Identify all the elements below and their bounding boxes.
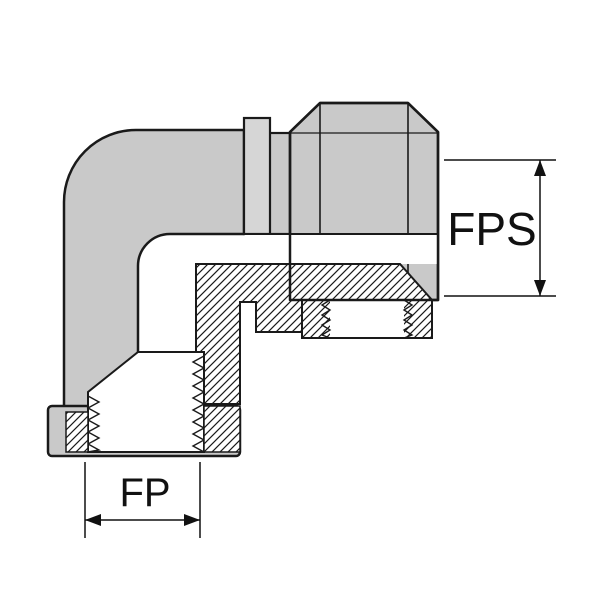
swivel-nut-outline bbox=[288, 101, 440, 302]
fps-arrow-down bbox=[534, 280, 546, 296]
flange-hatch-left bbox=[65, 411, 89, 453]
fps-dimension: FPS bbox=[444, 159, 556, 297]
fps-label: FPS bbox=[447, 203, 536, 255]
fp-dimension: FP bbox=[84, 462, 201, 538]
port-thread-left bbox=[86, 395, 102, 453]
elbow-body bbox=[62, 128, 246, 412]
bore-cavity bbox=[245, 235, 438, 264]
nut-collar-bore bbox=[330, 299, 404, 338]
fps-arrow-up bbox=[534, 160, 546, 176]
flange-hatch-right bbox=[203, 405, 241, 453]
nut-thread-right bbox=[402, 299, 414, 339]
fp-arrow-left bbox=[85, 514, 101, 526]
fp-label: FP bbox=[119, 471, 170, 515]
tube-collar bbox=[242, 116, 272, 236]
nut-thread-left bbox=[320, 299, 332, 339]
port-bore bbox=[87, 351, 205, 453]
fp-arrow-right bbox=[184, 514, 200, 526]
port-thread-right bbox=[191, 355, 206, 453]
